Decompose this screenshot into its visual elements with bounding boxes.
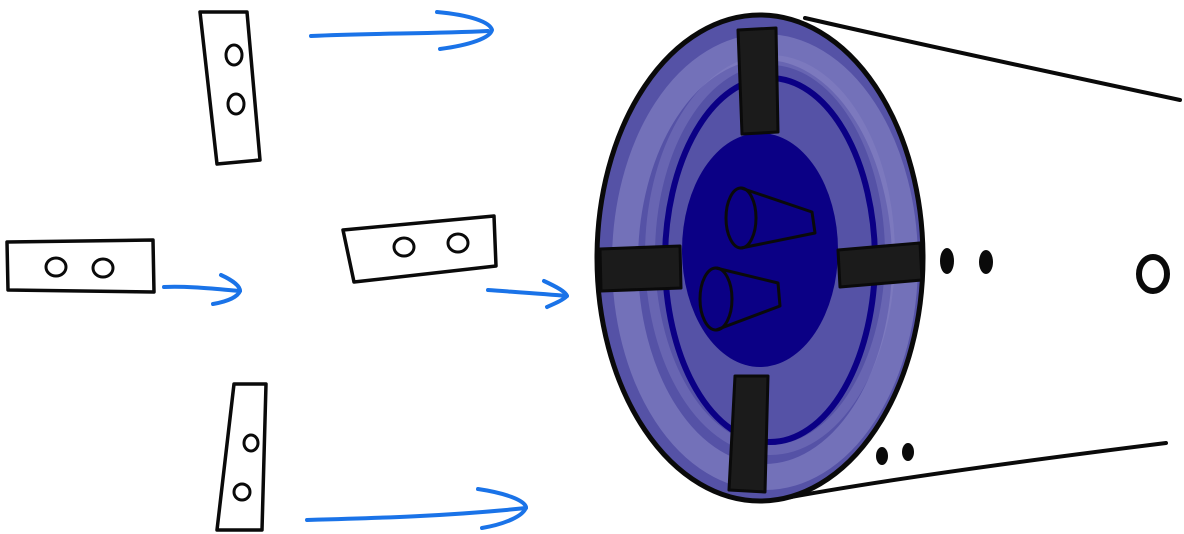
arrow-middle (486, 279, 569, 309)
card-middle (341, 214, 498, 284)
card-left-hole-1 (44, 256, 68, 278)
dots-bottom (876, 443, 914, 465)
card-left (5, 238, 156, 294)
clamp-bottom (727, 374, 770, 494)
dot (902, 443, 914, 461)
core-cone-2 (698, 266, 782, 332)
tube-lines (773, 16, 1182, 502)
arrow-top (309, 10, 494, 51)
dot (876, 447, 888, 465)
ring-core (682, 133, 838, 367)
card-left-hole-2 (91, 257, 115, 279)
clamp-top (736, 26, 780, 136)
ring-device (594, 12, 926, 504)
card-bottom (215, 382, 268, 532)
dot (979, 250, 993, 274)
clamp-left (598, 244, 683, 293)
card-top-hole-2 (226, 92, 246, 116)
dots-right (940, 248, 993, 274)
card-top-hole-1 (224, 43, 244, 67)
arrow-bottom (305, 487, 528, 530)
card-bottom-hole-1 (242, 433, 260, 453)
far-ring-hole (1136, 254, 1170, 294)
dot (940, 248, 954, 274)
arrow-left (162, 273, 242, 306)
card-middle-hole-2 (446, 232, 470, 254)
card-top (198, 10, 262, 166)
card-middle-hole-1 (392, 236, 416, 258)
clamp-right (836, 241, 924, 289)
core-cone-1 (724, 186, 817, 250)
card-bottom-hole-2 (232, 482, 252, 502)
